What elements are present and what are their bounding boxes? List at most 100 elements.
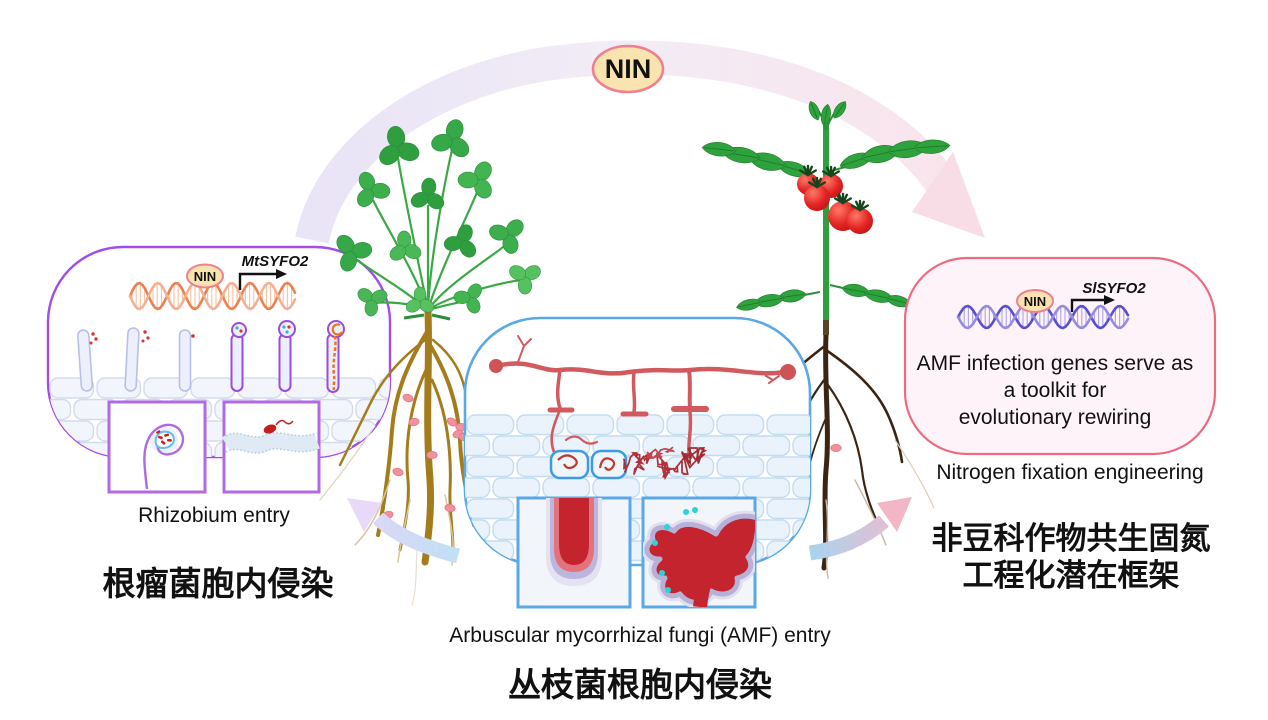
- right-bubble: NIN SlSYFO2 AMF infection genes serve as…: [903, 256, 1217, 593]
- root-cell: [692, 435, 741, 457]
- root-cell: [642, 477, 691, 499]
- membrane-marker-dots: [652, 507, 698, 593]
- root-cell: [48, 398, 72, 421]
- root-cell: [417, 457, 464, 477]
- root-cell: [766, 540, 810, 562]
- root-cell: [417, 499, 464, 519]
- root-cell: [355, 441, 390, 457]
- clover-leaflet: [389, 230, 422, 261]
- tomato-leaflet: [833, 101, 847, 119]
- root-cell: [792, 477, 810, 499]
- promoter-arrow-right-icon: [1070, 298, 1104, 312]
- root-cell: [466, 498, 515, 520]
- nodule-icon: [830, 443, 842, 452]
- arrow-to-left-bubble: [347, 498, 460, 564]
- hyphae-network: [489, 335, 796, 458]
- arrowhead-right-icon: [877, 497, 912, 532]
- arbuscule-inset: [641, 496, 757, 609]
- clover-leaflet: [405, 286, 435, 313]
- root-cell: [466, 456, 515, 478]
- arrow-to-right-bubble: [808, 497, 912, 561]
- root-cell: [742, 435, 791, 457]
- curled-root-hair-icon: [230, 333, 244, 392]
- rhizobia-cells-icon: [156, 430, 172, 445]
- dna-strand: [128, 281, 297, 311]
- right-caption-zh-1: 非豆科作物共生固氮: [932, 521, 1211, 556]
- root-cell: [237, 377, 283, 399]
- clover-leaflet: [431, 119, 470, 158]
- infection-pocket-inset: [107, 400, 207, 494]
- root-cell: [766, 414, 810, 436]
- nodule-icon: [426, 450, 438, 459]
- clover-leaflet: [453, 283, 482, 314]
- root-cell: [3, 421, 47, 441]
- clover-leaflet: [410, 177, 445, 210]
- tomato-leaflet: [820, 103, 831, 127]
- clover-leaflet: [336, 234, 373, 272]
- tomato-fruit-icon: [847, 208, 873, 234]
- spore-icon: [780, 364, 796, 380]
- root-cell: [742, 477, 791, 499]
- dna-strand: [956, 304, 1130, 330]
- hyphal-coil-icon: [598, 457, 616, 471]
- tomato-fruits: [797, 164, 873, 234]
- clover-leaflet: [379, 126, 420, 166]
- tomato-leaflet: [913, 139, 951, 154]
- nin-badge-top-label: NIN: [605, 54, 652, 84]
- root-cell: [466, 414, 515, 436]
- root-cell: [867, 541, 914, 561]
- calyx-icon: [822, 165, 840, 178]
- root-cell: [492, 477, 541, 499]
- promoter-arrow-left-icon: [238, 272, 276, 290]
- root-hair-row: [76, 320, 345, 393]
- arbuscule-icon: [681, 446, 707, 475]
- gene-label-right: SlSYFO2: [1082, 280, 1146, 297]
- root-cell: [566, 414, 615, 436]
- root-cell: [3, 378, 47, 398]
- root-cell: [616, 414, 665, 436]
- root-cell: [284, 377, 330, 399]
- calyx-icon: [834, 192, 852, 205]
- root-cell: [867, 457, 914, 477]
- root-hair-icon: [76, 329, 94, 392]
- penetration-inset: [516, 496, 632, 609]
- nin-badge-left-label: NIN: [194, 269, 216, 284]
- center-caption-zh: 丛枝菌根胞内侵染: [508, 666, 772, 703]
- tomato-leaflet: [808, 101, 820, 121]
- tomato-leaflet: [777, 289, 807, 303]
- root-cell: [403, 443, 447, 463]
- right-caption-zh-2: 工程化潜在框架: [963, 558, 1180, 593]
- statement-line-2: a toolkit for: [1004, 379, 1107, 402]
- root-cell: [766, 456, 810, 478]
- curled-root-hair-icon: [278, 333, 292, 392]
- tomato-leaves: [701, 101, 951, 311]
- root-hair-icon: [124, 327, 140, 392]
- nin-badge-right-label: NIN: [1024, 294, 1046, 309]
- root-cell: [766, 498, 810, 520]
- root-cell: [817, 415, 864, 435]
- bacterium-membrane-inset: [221, 400, 321, 494]
- hyphal-coil-icon: [557, 454, 578, 470]
- nodule-icon: [402, 393, 414, 403]
- root-cell: [190, 377, 236, 399]
- root-cell: [716, 414, 765, 436]
- root-cell: [542, 477, 591, 499]
- spore-icon: [489, 359, 503, 373]
- left-bubble: NIN MtSYFO2 Rhizobium entry 根瘤菌胞: [3, 245, 447, 602]
- nodule-icon: [444, 503, 456, 513]
- tomato-leaflet: [736, 298, 763, 311]
- root-cell: [843, 436, 890, 456]
- clover-leaves: [336, 119, 541, 317]
- left-caption-en: Rhizobium entry: [138, 504, 290, 527]
- root-cell: [692, 477, 741, 499]
- root-hair-icon: [178, 329, 192, 392]
- left-caption-zh: 根瘤菌胞内侵染: [103, 565, 334, 602]
- clover-leaflet: [357, 171, 391, 207]
- right-caption-en: Nitrogen fixation engineering: [936, 461, 1203, 484]
- nodule-icon: [392, 467, 404, 477]
- nodule-icon: [408, 417, 420, 427]
- root-cell: [48, 441, 72, 457]
- center-caption-en: Arbuscular mycorrhizal fungi (AMF) entry: [449, 624, 831, 647]
- statement-line-1: AMF infection genes serve as: [917, 352, 1194, 375]
- clover-leaflet: [357, 288, 388, 317]
